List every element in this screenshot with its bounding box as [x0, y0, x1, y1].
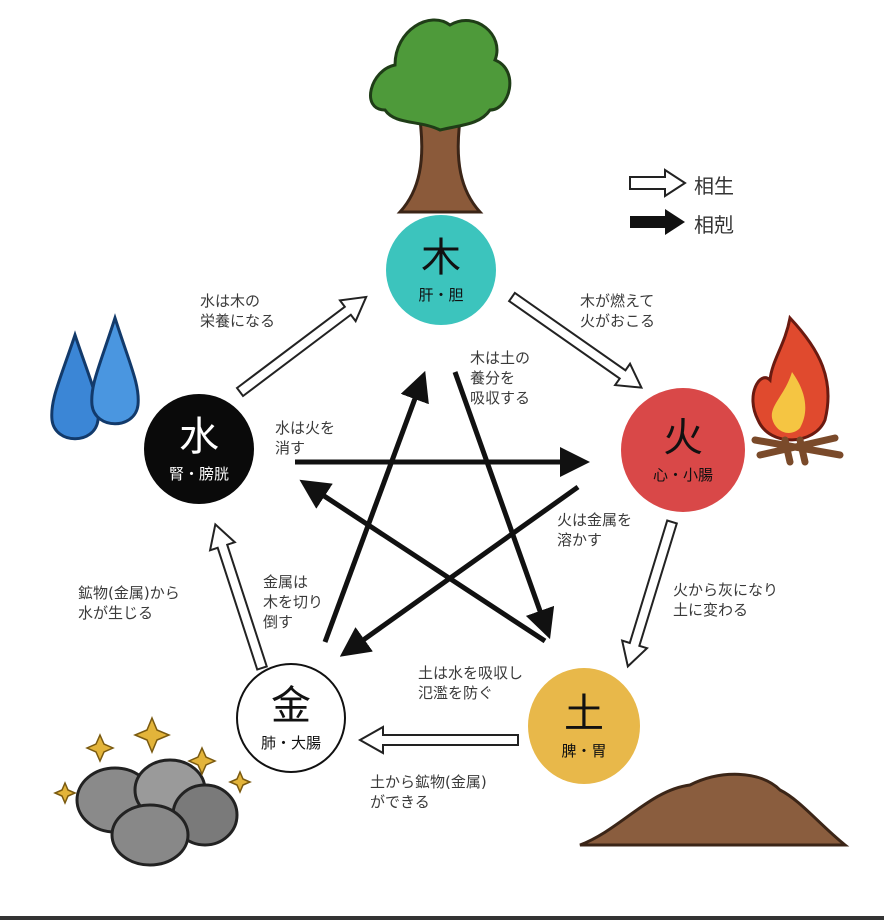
controlling-arrows — [295, 370, 590, 657]
water-drops-icon — [50, 313, 140, 441]
legend-generating-label: 相生 — [694, 174, 734, 198]
node-fire-organs: 心・小腸 — [652, 465, 713, 484]
arrow-earth-controls-water — [299, 479, 547, 644]
node-metal-organs: 肺・大腸 — [260, 733, 321, 752]
label-fire-metal: 火は金属を 溶かす — [557, 511, 633, 549]
label-wood-earth: 木は土の 養分を 吸収する — [470, 349, 531, 407]
tree-icon — [369, 18, 512, 214]
node-metal-char: 金 — [271, 682, 311, 729]
legend-controlling-label: 相剋 — [694, 213, 734, 237]
label-earth-metal: 土から鉱物(金属) ができる — [370, 773, 487, 811]
legend-generating-arrow-icon — [629, 168, 687, 198]
label-water-fire: 水は火を 消す — [275, 419, 336, 457]
node-wood-organs: 肝・胆 — [418, 285, 464, 304]
legend-controlling: 相剋 — [694, 209, 734, 238]
label-fire-earth: 火から灰になり 土に変わる — [673, 581, 779, 619]
node-fire: 火 心・小腸 — [621, 388, 745, 512]
rocks-icon — [53, 716, 252, 867]
arrow-fire-to-earth — [620, 519, 679, 669]
node-fire-char: 火 — [663, 414, 703, 461]
label-water-wood: 水は木の 栄養になる — [200, 292, 276, 330]
bottom-border — [0, 916, 884, 920]
arrow-fire-controls-metal — [339, 484, 580, 657]
node-wood-char: 木 — [421, 234, 461, 281]
soil-mound-icon — [579, 772, 850, 847]
arrow-earth-to-metal — [357, 725, 519, 755]
node-earth: 土 脾・胃 — [528, 668, 640, 784]
node-water-char: 水 — [179, 413, 219, 460]
label-metal-water: 鉱物(金属)から 水が生じる — [78, 584, 180, 622]
arrow-wood-controls-earth — [452, 371, 555, 640]
fire-icon — [751, 314, 844, 466]
arrow-wood-to-fire — [507, 291, 644, 389]
legend-controlling-arrow-icon — [630, 209, 685, 235]
node-water-organs: 腎・膀胱 — [168, 464, 229, 483]
label-wood-fire: 木が燃えて 火がおこる — [580, 292, 656, 330]
legend-generating: 相生 — [694, 170, 734, 199]
node-wood: 木 肝・胆 — [386, 215, 496, 325]
node-metal: 金 肺・大腸 — [236, 663, 346, 773]
node-water: 水 腎・膀胱 — [144, 394, 254, 504]
label-earth-water: 土は水を吸収し 氾濫を防ぐ — [418, 664, 524, 702]
arrow-water-to-wood — [235, 295, 368, 398]
generating-arrows — [208, 291, 679, 755]
node-earth-organs: 脾・胃 — [561, 741, 607, 760]
node-earth-char: 土 — [564, 690, 604, 737]
arrow-metal-to-water — [208, 522, 269, 671]
label-metal-wood: 金属は 木を切り 倒す — [263, 573, 324, 631]
arrow-metal-controls-wood — [322, 370, 429, 643]
